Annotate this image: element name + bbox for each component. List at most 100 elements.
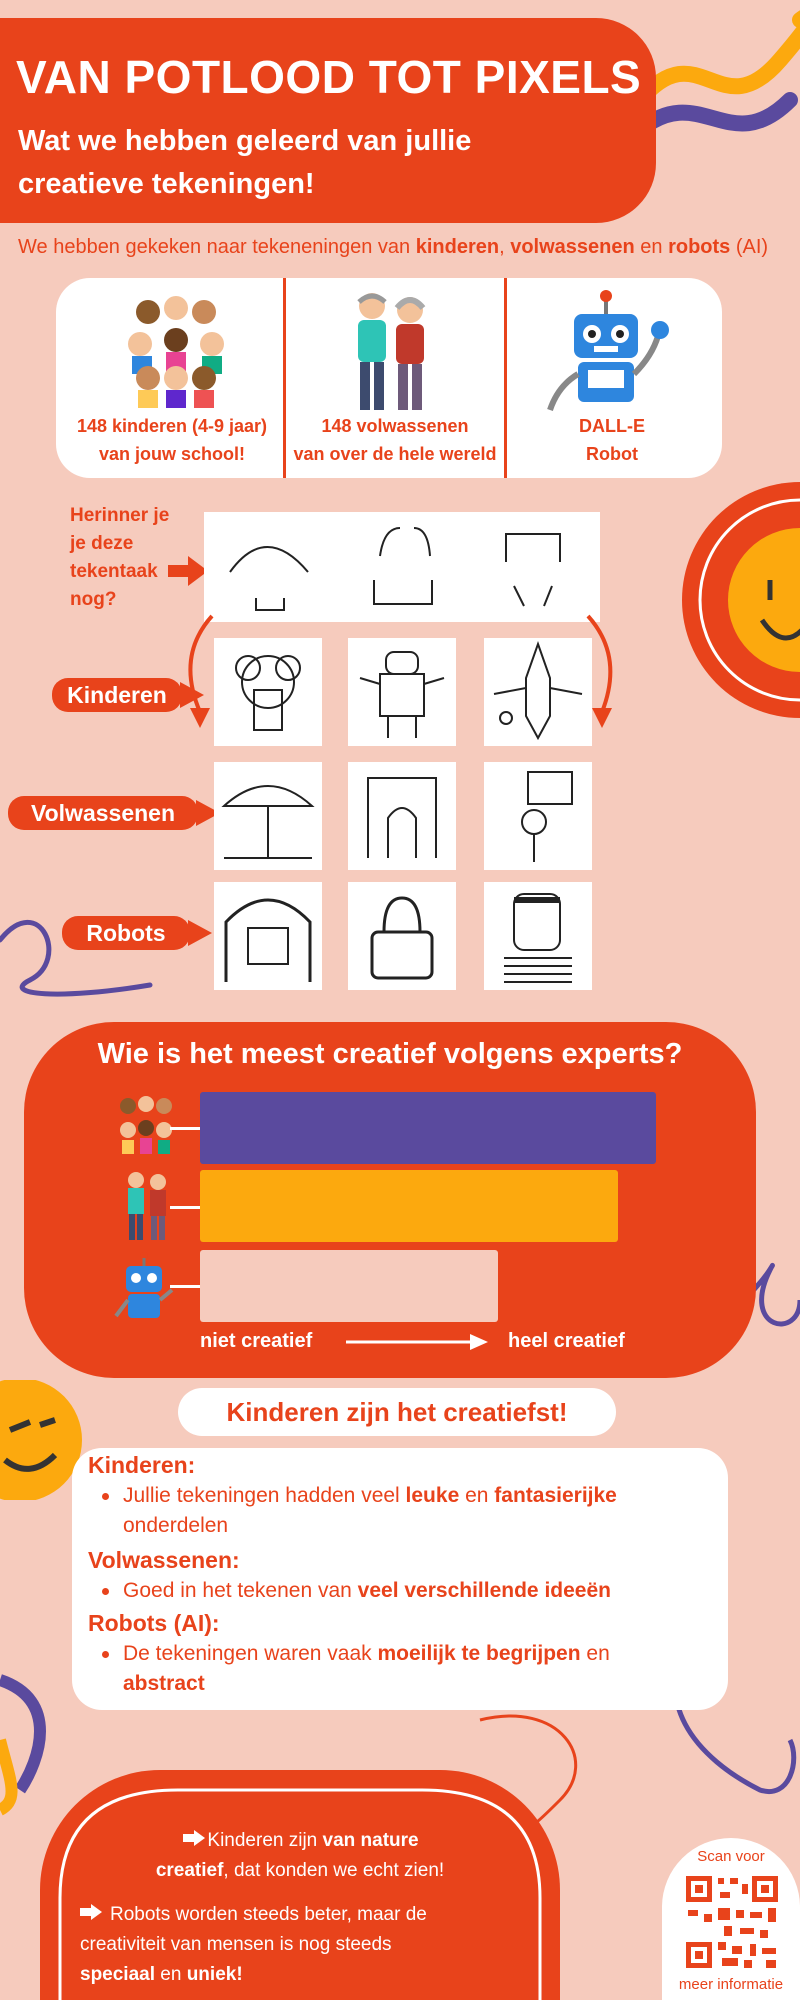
page-title: VAN POTLOOD TOT PIXELS	[16, 51, 642, 103]
task-question-line: nog?	[70, 589, 117, 610]
task-question-line: tekentaak	[70, 561, 158, 582]
arrow-right-icon	[181, 1826, 207, 1856]
conclusion-text-part: en	[155, 1964, 187, 1985]
header-banner	[0, 18, 656, 223]
conclusion-text-bold: creatief	[155, 1860, 224, 1881]
conclusion-text-bold: van nature	[322, 1830, 419, 1851]
robot-icon	[547, 290, 669, 412]
qr-label-top: Scan voor	[697, 1848, 765, 1865]
findings-list: Kinderen: Jullie tekeningen hadden veel …	[88, 1450, 718, 1699]
caption-line: van over de hele wereld	[293, 444, 497, 464]
adults-couple-icon	[357, 293, 426, 410]
bullet-icon	[102, 1492, 109, 1500]
conclusion-text-part: , dat konden we echt zien!	[223, 1860, 445, 1881]
conclusion-text: Kinderen zijn van nature creatief, dat k…	[80, 1826, 520, 1990]
findings-text-bold: moeilijk te begrijpen	[377, 1642, 581, 1665]
findings-text: Goed in het tekenen van	[123, 1579, 358, 1602]
bar-connector	[170, 1206, 202, 1209]
findings-heading-robots: Robots (AI):	[88, 1610, 220, 1636]
group-label-robots: Robots	[62, 916, 190, 950]
card-divider	[283, 278, 286, 478]
findings-text: en	[580, 1642, 610, 1665]
drawing-kinderen-3	[484, 638, 592, 746]
label-arrow-icon	[188, 920, 212, 946]
conclusion-text-part: Robots worden steeds beter, maar de	[110, 1904, 427, 1925]
intro-comma: ,	[499, 236, 511, 258]
intro-kinderen: kinderen	[415, 236, 500, 258]
drawing-volwassenen-1	[214, 762, 322, 870]
findings-text: De tekeningen waren vaak	[123, 1642, 378, 1665]
conclusion-line-5: speciaal en uniek!	[80, 1960, 520, 1990]
bar-connector	[170, 1127, 202, 1130]
findings-text: Jullie tekeningen hadden veel	[123, 1484, 406, 1507]
curved-arrow-icon	[188, 614, 613, 728]
bullet-icon	[102, 1587, 109, 1595]
findings-text: onderdelen	[123, 1514, 229, 1537]
intro-text: We hebben gekeken naar tekeneningen van …	[18, 236, 768, 259]
participant-caption-volwassenen: 148 volwassenen van over de hele wereld	[286, 412, 504, 468]
intro-volwassenen: volwassenen	[510, 236, 635, 258]
drawing-volwassenen-3	[484, 762, 592, 870]
task-question: Herinner je je deze tekentaak nog?	[70, 502, 169, 614]
participant-caption-kinderen: 148 kinderen (4-9 jaar) van jouw school!	[62, 412, 282, 468]
bullet-icon	[102, 1650, 109, 1658]
scale-high-label: heel creatief	[508, 1330, 625, 1352]
page-subtitle: Wat we hebben geleerd van jullie creatie…	[18, 125, 472, 200]
bar-volwassenen	[200, 1170, 618, 1242]
intro-robots: robots	[668, 236, 731, 258]
conclusion-line-2: creatief, dat konden we echt zien!	[80, 1856, 520, 1886]
bar-kinderen	[200, 1092, 656, 1164]
smiley-sun-icon	[682, 482, 800, 718]
bar-connector	[170, 1285, 202, 1288]
findings-item-kinderen: Jullie tekeningen hadden veel leuke en f…	[88, 1481, 718, 1541]
conclusion-text-part: Kinderen zijn	[207, 1830, 323, 1851]
drawing-volwassenen-2	[348, 762, 456, 870]
caption-line: DALL-E	[579, 416, 645, 436]
intro-suffix: (AI)	[730, 236, 769, 258]
drawing-robots-2	[348, 882, 456, 990]
drawing-robots-3	[484, 882, 592, 990]
task-question-line: Herinner je	[70, 505, 170, 526]
findings-text-bold: leuke	[405, 1484, 460, 1507]
scale-low-label: niet creatief	[200, 1330, 313, 1352]
task-question-line: je deze	[70, 533, 134, 554]
conclusion-line-1: Kinderen zijn van nature	[80, 1826, 520, 1856]
label-arrow-icon	[180, 682, 204, 708]
participant-caption-robot: DALL-E Robot	[507, 412, 717, 468]
caption-line: van jouw school!	[98, 444, 245, 464]
findings-card	[72, 1448, 728, 1710]
intro-en: en	[634, 236, 669, 258]
children-group-icon	[128, 296, 224, 408]
bar-robots	[200, 1250, 498, 1322]
findings-text-bold: veel verschillende ideeën	[357, 1579, 611, 1602]
conclusion-panel	[40, 1770, 560, 2000]
qr-code-icon[interactable]	[684, 1874, 780, 1970]
conclusion-text-bold: speciaal	[80, 1964, 155, 1985]
findings-text: en	[459, 1484, 495, 1507]
qr-label-bottom: meer informatie	[678, 1976, 784, 1993]
arrow-right-icon	[168, 556, 208, 586]
group-label-kinderen: Kinderen	[52, 678, 182, 712]
findings-item-volwassenen: Goed in het tekenen van veel verschillen…	[88, 1576, 718, 1606]
card-divider	[504, 278, 507, 478]
intro-prefix: We hebben gekeken naar tekeneningen van	[18, 236, 416, 258]
caption-line: 148 volwassenen	[321, 416, 469, 436]
findings-item-robots: De tekeningen waren vaak moeilijk te beg…	[88, 1639, 718, 1699]
conclusion-text-bold: uniek!	[186, 1964, 243, 1985]
drawing-robots-1	[214, 882, 322, 990]
winner-banner: Kinderen zijn het creatiefst!	[178, 1388, 616, 1436]
adults-couple-icon	[128, 1172, 166, 1240]
conclusion-line-3: Robots worden steeds beter, maar de	[80, 1900, 520, 1930]
label-arrow-icon	[196, 800, 220, 826]
conclusion-outline	[58, 1788, 542, 2000]
drawing-prompt-box	[204, 512, 600, 622]
caption-line: Robot	[586, 444, 638, 464]
drawing-kinderen-2	[348, 638, 456, 746]
results-title: Wie is het meest creatief volgens expert…	[97, 1038, 683, 1070]
robot-icon	[114, 1252, 174, 1318]
arrow-right-icon	[80, 1900, 110, 1930]
findings-heading-volwassenen: Volwassenen:	[88, 1547, 240, 1573]
arrow-right-icon	[346, 1334, 488, 1350]
children-group-icon	[120, 1096, 172, 1154]
